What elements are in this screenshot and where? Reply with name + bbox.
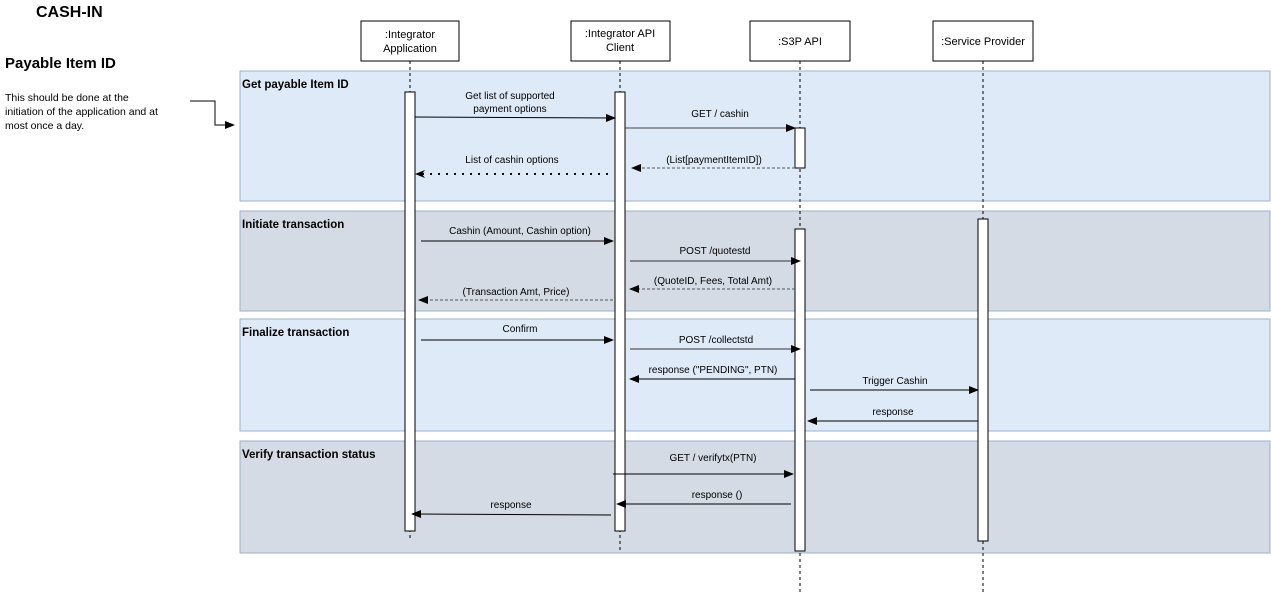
participant-label: Client [606, 42, 634, 54]
message-pending-response[interactable]: response ("PENDING", PTN) [629, 365, 795, 383]
message-label: List of cashin options [465, 155, 558, 166]
participant-box[interactable] [749, 20, 851, 62]
participant-label: :Integrator API [585, 28, 655, 40]
activation-bar-integrator-api-client [614, 91, 626, 532]
message-arrow[interactable] [414, 113, 616, 122]
message-confirm[interactable]: Confirm [421, 324, 614, 344]
participant-box[interactable] [932, 20, 1034, 62]
message-label: (QuoteID, Fees, Total Amt) [654, 276, 772, 287]
message-post-quotestd[interactable]: POST /quotestd [630, 246, 801, 265]
activation-bar-s3p-api-short [794, 127, 806, 169]
frame-get-payable-item-id: Get payable Item ID [239, 70, 1271, 202]
note: This should be done at the initiation of… [5, 92, 158, 132]
section-heading: Payable Item ID [5, 55, 116, 72]
participant-box[interactable] [360, 20, 460, 62]
frame-background [239, 70, 1271, 202]
message-label: payment options [473, 104, 546, 115]
message-trigger-cashin[interactable]: Trigger Cashin [810, 376, 979, 394]
message-verify-response[interactable]: response () [616, 490, 791, 508]
message-label: Cashin (Amount, Cashin option) [449, 226, 591, 237]
message-label: response ("PENDING", PTN) [649, 365, 778, 376]
message-label: response () [692, 490, 743, 501]
message-get-verifytx[interactable]: GET / verifytx(PTN) [613, 453, 794, 478]
note-connector-arrow [190, 100, 235, 129]
message-label: (Transaction Amt, Price) [463, 287, 570, 298]
message-service-provider-response[interactable]: response [807, 407, 978, 425]
diagram-title: CASH-IN [36, 4, 103, 21]
message-label: POST /collectstd [679, 335, 753, 346]
message-final-response[interactable]: response [411, 500, 612, 519]
frame-label: Initiate transaction [242, 219, 344, 231]
message-get-payment-options[interactable]: Get list of supported payment options [414, 91, 616, 122]
frame-label: Verify transaction status [242, 449, 376, 461]
message-label: Trigger Cashin [862, 376, 927, 387]
message-label: GET / verifytx(PTN) [669, 453, 756, 464]
participant-integrator-api-client[interactable]: :Integrator API Client [570, 20, 671, 62]
message-label: (List[paymentItemID]) [666, 155, 762, 166]
participant-label: Application [383, 43, 437, 55]
message-get-cashin[interactable]: GET / cashin [625, 109, 796, 132]
participant-s3p-api[interactable]: :S3P API [749, 20, 851, 62]
message-cashin-request[interactable]: Cashin (Amount, Cashin option) [421, 226, 614, 245]
message-post-collectstd[interactable]: POST /collectstd [630, 335, 801, 353]
note-line: This should be done at the [5, 92, 129, 104]
message-label: response [872, 407, 914, 418]
activation-bar-s3p-api-long [794, 228, 806, 552]
participant-box[interactable] [570, 20, 671, 62]
note-line: initiation of the application and at [5, 106, 158, 118]
message-label: GET / cashin [691, 109, 749, 120]
message-transaction-amount-price[interactable]: (Transaction Amt, Price) [418, 287, 613, 304]
message-label: response [490, 500, 532, 511]
message-label: Get list of supported [465, 91, 555, 102]
frame-label: Finalize transaction [242, 327, 349, 339]
participant-label: :S3P API [778, 36, 822, 48]
message-label: POST /quotestd [680, 246, 751, 257]
participant-label: :Service Provider [941, 36, 1025, 48]
message-list-cashin-options[interactable]: List of cashin options [415, 155, 608, 178]
activation-bar-integrator-application [404, 91, 416, 532]
participant-service-provider[interactable]: :Service Provider [932, 20, 1034, 62]
message-quote-response[interactable]: (QuoteID, Fees, Total Amt) [629, 276, 795, 293]
frame-label: Get payable Item ID [242, 79, 349, 91]
participant-integrator-application[interactable]: :Integrator Application [360, 20, 460, 62]
message-list-payment-item-id[interactable]: (List[paymentItemID]) [631, 155, 795, 172]
message-label: Confirm [502, 324, 537, 335]
participant-label: :Integrator [385, 29, 435, 41]
activation-bar-service-provider [977, 218, 989, 542]
message-arrow[interactable] [411, 510, 612, 519]
note-line: most once a day. [5, 120, 84, 132]
